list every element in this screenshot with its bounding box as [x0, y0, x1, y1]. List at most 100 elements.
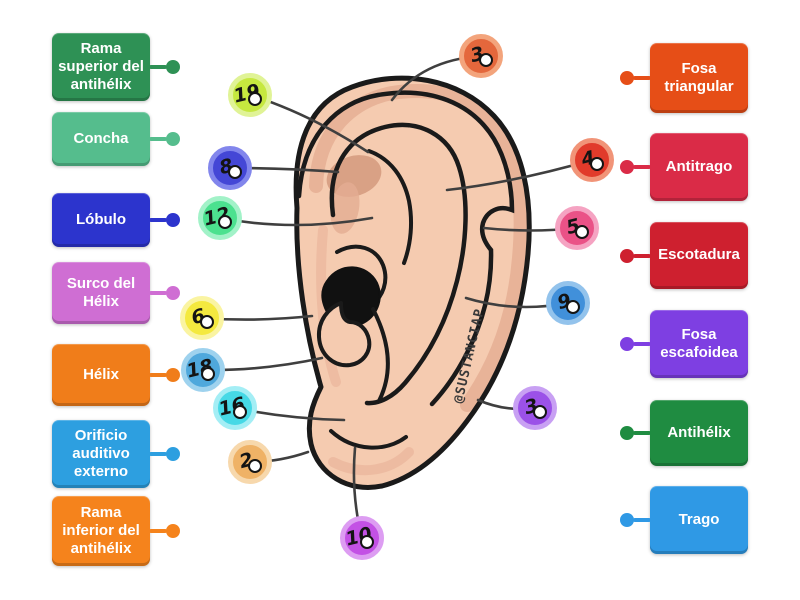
label-text: Hélix: [83, 365, 119, 383]
anchor-stub: [633, 253, 651, 258]
anchor-dot[interactable]: [620, 513, 634, 527]
anchor-stub: [633, 76, 651, 80]
label-box-fosa-escafoidea[interactable]: Fosa escafoidea: [650, 310, 748, 378]
anchor-stub: [633, 165, 651, 169]
antihelix-line: [329, 122, 468, 406]
label-text: Fosa escafoidea: [660, 325, 738, 361]
canal-lobe-line: [371, 307, 390, 403]
label-box-antitrago[interactable]: Antitrago: [650, 133, 748, 201]
pin-7[interactable]: 16: [213, 386, 257, 430]
pin-3[interactable]: 8: [208, 146, 252, 190]
label-escotadura: Escotadura: [620, 222, 748, 289]
label-fosa-escafoidea: Fosa escafoidea: [620, 310, 748, 378]
label-orificio-auditivo-externo: Orificio auditivo externo: [52, 420, 180, 488]
label-lobulo: Lóbulo: [52, 193, 180, 247]
anchor-dot[interactable]: [166, 524, 180, 538]
pin-1[interactable]: 3: [459, 34, 503, 78]
pin-11[interactable]: 5: [555, 206, 599, 250]
anchor-dot[interactable]: [166, 286, 180, 300]
pin-hole-icon: [200, 315, 214, 329]
label-text: Lóbulo: [76, 210, 126, 228]
pin-4[interactable]: 12: [198, 196, 242, 240]
anchor-dot[interactable]: [620, 337, 634, 351]
pin-hole-icon: [233, 405, 247, 419]
anchor-dot[interactable]: [166, 447, 180, 461]
anchor-dot[interactable]: [620, 160, 634, 174]
anchor-dot[interactable]: [166, 132, 180, 146]
label-box-trago[interactable]: Trago: [650, 486, 748, 554]
anchor-stub: [149, 291, 167, 295]
ear-outline: [293, 75, 532, 490]
label-box-concha[interactable]: Concha: [52, 112, 150, 166]
label-box-lobulo[interactable]: Lóbulo: [52, 193, 150, 247]
label-box-helix[interactable]: Hélix: [52, 344, 150, 406]
label-trago: Trago: [620, 486, 748, 554]
pin-9[interactable]: 10: [340, 516, 384, 560]
ear-shading-lobe: [328, 447, 414, 476]
anchor-stub: [149, 137, 167, 141]
label-text: Orificio auditivo externo: [72, 426, 130, 481]
label-box-escotadura[interactable]: Escotadura: [650, 222, 748, 289]
label-surco-del-helix: Surco del Hélix: [52, 262, 180, 324]
anchor-stub: [633, 518, 651, 522]
pin-hole-icon: [533, 405, 547, 419]
label-concha: Concha: [52, 112, 180, 166]
label-box-antihelix[interactable]: Antihélix: [650, 400, 748, 466]
ear-shading-rim: [309, 84, 528, 412]
pin-hole-icon: [575, 225, 589, 239]
tragus-shape: [316, 301, 372, 368]
pin-2[interactable]: 19: [228, 73, 272, 117]
pin-hole-icon: [201, 367, 215, 381]
label-text: Concha: [73, 129, 129, 147]
anchor-stub: [633, 342, 651, 346]
label-helix: Hélix: [52, 344, 180, 406]
pin-6[interactable]: 18: [181, 348, 225, 392]
anchor-dot[interactable]: [166, 213, 180, 227]
label-box-orificio-auditivo-externo[interactable]: Orificio auditivo externo: [52, 420, 150, 488]
pin-hole-icon: [228, 165, 242, 179]
fork-line: [367, 149, 414, 265]
label-rama-inferior-del-antihelix: Rama inferior del antihélix: [52, 496, 180, 566]
anchor-dot[interactable]: [166, 60, 180, 74]
label-box-rama-inferior-del-antihelix[interactable]: Rama inferior del antihélix: [52, 496, 150, 566]
pin-8[interactable]: 2: [228, 440, 272, 484]
anchor-stub: [633, 431, 651, 435]
helix-line: [296, 90, 515, 407]
anchor-stub: [149, 65, 167, 69]
pin-hole-icon: [479, 53, 493, 67]
lobe-crease-line: [329, 429, 408, 450]
label-text: Rama superior del antihélix: [58, 39, 144, 94]
anchor-stub: [149, 218, 167, 222]
anchor-stub: [149, 529, 167, 533]
anchor-dot[interactable]: [620, 71, 634, 85]
anchor-dot[interactable]: [620, 426, 634, 440]
pin-hole-icon: [360, 535, 374, 549]
label-text: Rama inferior del antihélix: [62, 503, 140, 558]
label-box-rama-superior-del-antihelix[interactable]: Rama superior del antihélix: [52, 33, 150, 101]
pin-10[interactable]: 4: [570, 138, 614, 182]
anchor-dot[interactable]: [620, 248, 634, 263]
label-text: Antihélix: [667, 423, 731, 441]
label-antihelix: Antihélix: [620, 400, 748, 466]
anchor-stub: [149, 452, 167, 456]
label-text: Trago: [678, 510, 720, 528]
label-text: Surco del Hélix: [66, 274, 136, 310]
label-box-fosa-triangular[interactable]: Fosa triangular: [650, 43, 748, 113]
ear-shading-left: [316, 225, 341, 387]
label-text: Fosa triangular: [664, 59, 734, 95]
pin-hole-icon: [218, 215, 232, 229]
label-text: Escotadura: [658, 246, 740, 264]
pin-13[interactable]: 3: [513, 386, 557, 430]
pin-hole-icon: [248, 92, 262, 106]
label-box-surco-del-helix[interactable]: Surco del Hélix: [52, 262, 150, 324]
label-antitrago: Antitrago: [620, 133, 748, 201]
pin-12[interactable]: 9: [546, 281, 590, 325]
anchor-stub: [149, 373, 167, 377]
pin-hole-icon: [590, 157, 604, 171]
label-fosa-triangular: Fosa triangular: [620, 43, 748, 113]
pin-5[interactable]: 6: [180, 296, 224, 340]
label-text: Antitrago: [665, 157, 733, 175]
anchor-dot[interactable]: [166, 368, 180, 382]
